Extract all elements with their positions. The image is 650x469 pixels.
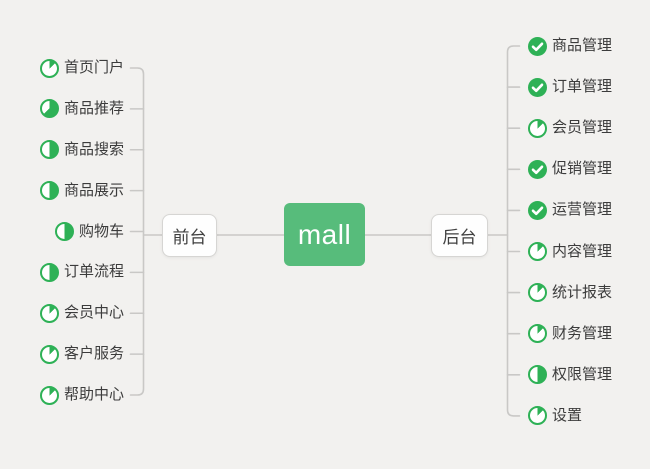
task-progress-icon bbox=[39, 181, 59, 201]
task-progress-icon bbox=[528, 242, 547, 261]
leaf-topic-label: 首页门户 bbox=[63, 59, 124, 76]
task-done-icon bbox=[528, 36, 547, 56]
leaf-topic-label: 运营管理 bbox=[552, 201, 613, 219]
branch-topic-label: 前台 bbox=[172, 228, 207, 247]
task-done-icon bbox=[528, 200, 547, 220]
leaf-topic-left-8[interactable]: 客户服务 bbox=[39, 343, 124, 365]
leaf-topic-label: 统计报表 bbox=[552, 283, 613, 301]
leaf-topic-right-10[interactable]: 设置 bbox=[528, 405, 582, 427]
task-done-icon bbox=[528, 159, 547, 179]
leaf-topic-left-4[interactable]: 商品展示 bbox=[39, 180, 124, 202]
leaf-topic-label: 财务管理 bbox=[552, 324, 613, 342]
branch-topic-frontstage[interactable]: 前台 bbox=[162, 214, 217, 257]
leaf-topic-label: 帮助中心 bbox=[63, 386, 124, 403]
branch-topic-backstage[interactable]: 后台 bbox=[431, 214, 488, 257]
leaf-topic-label: 会员管理 bbox=[552, 119, 613, 137]
leaf-topic-label: 会员中心 bbox=[63, 304, 124, 322]
task-progress-icon bbox=[54, 222, 74, 241]
leaf-topic-right-7[interactable]: 统计报表 bbox=[528, 282, 612, 304]
task-progress-icon bbox=[528, 406, 547, 426]
leaf-topic-label: 商品管理 bbox=[552, 37, 613, 54]
leaf-topic-right-3[interactable]: 会员管理 bbox=[528, 117, 612, 139]
leaf-topic-left-3[interactable]: 商品搜索 bbox=[39, 139, 124, 161]
task-progress-icon bbox=[528, 118, 547, 138]
leaf-topic-right-6[interactable]: 内容管理 bbox=[528, 241, 612, 263]
leaf-topic-right-8[interactable]: 财务管理 bbox=[528, 323, 612, 345]
central-topic-mall[interactable]: mall bbox=[284, 203, 365, 266]
leaf-topic-label: 商品搜索 bbox=[63, 140, 124, 158]
task-progress-icon bbox=[39, 262, 59, 282]
branch-topic-label: 后台 bbox=[442, 228, 477, 247]
leaf-topic-right-1[interactable]: 商品管理 bbox=[528, 35, 612, 57]
leaf-topic-label: 促销管理 bbox=[552, 160, 613, 178]
leaf-topic-left-2[interactable]: 商品推荐 bbox=[39, 98, 124, 120]
leaf-topic-label: 客户服务 bbox=[63, 345, 124, 363]
leaf-topic-label: 设置 bbox=[552, 406, 583, 424]
leaf-topic-label: 商品推荐 bbox=[63, 99, 124, 117]
leaf-topic-label: 内容管理 bbox=[552, 242, 613, 260]
task-progress-icon bbox=[39, 58, 59, 78]
task-progress-icon bbox=[39, 385, 59, 405]
task-done-icon bbox=[528, 77, 547, 97]
leaf-topic-right-2[interactable]: 订单管理 bbox=[528, 76, 612, 98]
task-progress-icon bbox=[528, 324, 547, 344]
task-progress-icon bbox=[39, 140, 59, 160]
leaf-topic-left-1[interactable]: 首页门户 bbox=[39, 57, 124, 79]
leaf-topic-right-9[interactable]: 权限管理 bbox=[528, 364, 612, 386]
task-progress-icon bbox=[39, 344, 59, 364]
leaf-topic-right-4[interactable]: 促销管理 bbox=[528, 158, 612, 180]
task-progress-icon bbox=[528, 365, 547, 385]
leaf-topic-left-6[interactable]: 订单流程 bbox=[39, 261, 124, 283]
leaf-topic-label: 订单流程 bbox=[63, 263, 124, 281]
leaf-topic-label: 购物车 bbox=[78, 222, 124, 240]
leaf-topic-label: 商品展示 bbox=[63, 181, 124, 199]
leaf-topic-left-5[interactable]: 购物车 bbox=[54, 221, 124, 243]
leaf-topic-right-5[interactable]: 运营管理 bbox=[528, 199, 612, 221]
task-progress-icon bbox=[39, 303, 59, 323]
leaf-topic-left-9[interactable]: 帮助中心 bbox=[39, 384, 124, 406]
task-progress-icon bbox=[39, 99, 59, 119]
leaf-topic-label: 订单管理 bbox=[552, 78, 613, 96]
leaf-topic-left-7[interactable]: 会员中心 bbox=[39, 302, 124, 324]
central-topic-label: mall bbox=[297, 218, 352, 250]
leaf-topic-label: 权限管理 bbox=[552, 365, 613, 383]
task-progress-icon bbox=[528, 283, 547, 303]
